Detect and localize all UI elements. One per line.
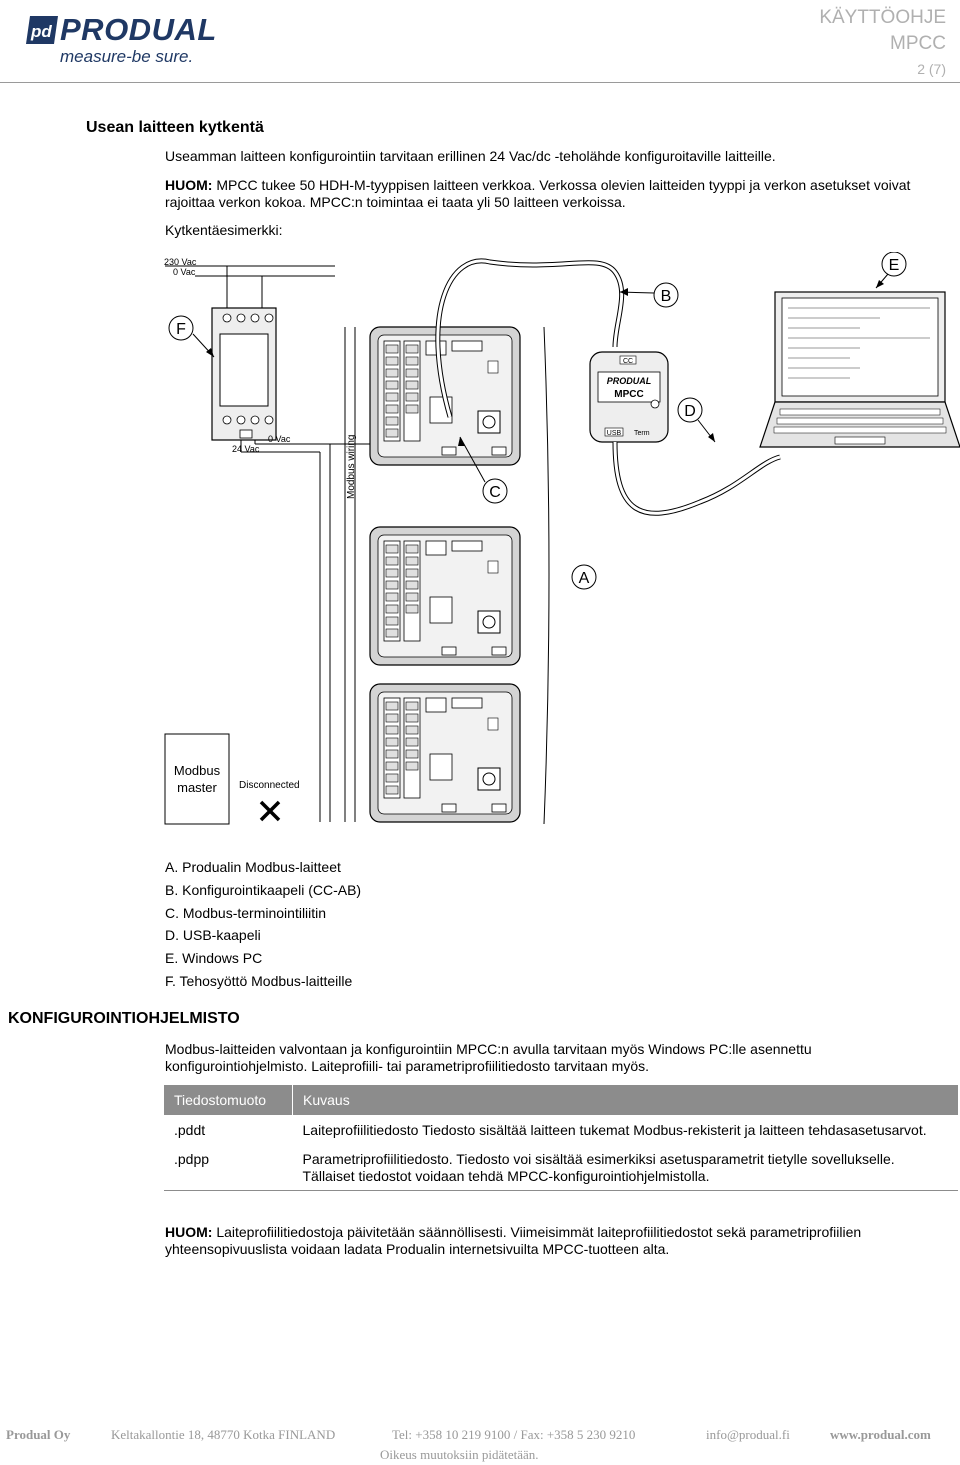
mpcc-name: MPCC	[614, 389, 643, 400]
brand-name: PRODUAL	[60, 12, 217, 47]
footer-phone: Tel: +358 10 219 9100 / Fax: +358 5 230 …	[392, 1427, 636, 1442]
note-paragraph: HUOM: MPCC tukee 50 HDH-M-tyyppisen lait…	[165, 177, 945, 211]
disconnected-x-icon	[259, 800, 281, 822]
produal-logo-icon: pd	[26, 16, 58, 44]
header-description: Kuvaus	[292, 1085, 958, 1115]
footer-website[interactable]: www.produal.com	[830, 1427, 931, 1442]
mpcc-term-port: Term	[634, 430, 650, 437]
modbus-device-3	[369, 683, 521, 823]
modbus-master-line1: Modbus	[174, 763, 221, 778]
example-label: Kytkentäesimerkki:	[165, 222, 283, 238]
footer-email[interactable]: info@produal.fi	[706, 1427, 790, 1442]
modbus-master-line2: master	[177, 780, 217, 795]
legend-item: C. Modbus-terminointiliitin	[165, 904, 327, 921]
label-disconnected: Disconnected	[239, 780, 300, 791]
mpcc-brand: PRODUAL	[607, 376, 652, 386]
note-text: MPCC tukee 50 HDH-M-tyyppisen laitteen v…	[165, 177, 911, 210]
cell-description: Laiteprofiilitiedosto Tiedosto sisältää …	[302, 1122, 927, 1138]
label-modbus-wiring: Modbus wiring	[346, 435, 357, 499]
modbus-device-2	[369, 526, 521, 666]
wiring-diagram: 230 Vac 0 Vac F 0 Vac 24 Vac Modbus wiri…	[164, 252, 960, 825]
label-24vac: 24 Vac	[232, 444, 260, 454]
footer-note: Oikeus muutoksiin pidätetään.	[380, 1447, 539, 1462]
note-label: HUOM:	[165, 1224, 213, 1240]
file-format-table: Tiedostomuoto Kuvaus .pddt Laiteprofiili…	[164, 1085, 958, 1191]
product-name: MPCC	[890, 33, 946, 54]
label-0vac-top: 0 Vac	[173, 267, 196, 277]
legend-item: B. Konfigurointikaapeli (CC-AB)	[165, 881, 362, 898]
label-d: D	[684, 403, 696, 420]
label-a: A	[579, 570, 590, 587]
label-0vac: 0 Vac	[268, 434, 291, 444]
legend-item: E. Windows PC	[165, 950, 263, 967]
footer-company: Produal Oy	[6, 1427, 71, 1442]
footer: Produal Oy Keltakallontie 18, 48770 Kotk…	[6, 1427, 956, 1445]
table-row: .pddt Laiteprofiilitiedosto Tiedosto sis…	[164, 1115, 958, 1144]
legend-item: F. Tehosyöttö Modbus-laitteille	[165, 972, 353, 989]
mpcc-cc-port: CC	[623, 358, 633, 365]
cell-format: .pddt	[174, 1122, 206, 1138]
table-header-row: Tiedostomuoto Kuvaus	[164, 1085, 958, 1115]
legend-list: A. Produalin Modbus-laitteet B. Konfigur…	[165, 856, 361, 993]
section-title-software: KONFIGUROINTIOHJELMISTO	[8, 1010, 240, 1027]
note-label: HUOM:	[165, 177, 213, 193]
table-row: .pdpp Parametriprofiilitiedosto. Tiedost…	[164, 1144, 958, 1191]
footer-address: Keltakallontie 18, 48770 Kotka FINLAND	[111, 1427, 336, 1442]
cell-format: .pdpp	[164, 1144, 293, 1191]
cell-description: Parametriprofiilitiedosto. Tiedosto voi …	[292, 1144, 958, 1191]
label-e: E	[889, 257, 900, 274]
software-paragraph: Modbus-laitteiden valvontaan ja konfigur…	[165, 1041, 812, 1074]
update-note: HUOM: Laiteprofiilitiedostoja päivitetää…	[165, 1224, 945, 1258]
legend-item: A. Produalin Modbus-laitteet	[165, 859, 341, 875]
doc-type: KÄYTTÖOHJE	[819, 7, 946, 28]
brand-tagline: measure-be sure.	[60, 47, 194, 66]
label-c: C	[489, 484, 501, 501]
modbus-master	[164, 733, 230, 825]
intro-paragraph: Useamman laitteen konfigurointiin tarvit…	[165, 148, 776, 164]
note-text: Laiteprofiilitiedostoja päivitetään sään…	[165, 1224, 862, 1257]
section-title-connection: Usean laitteen kytkentä	[86, 119, 264, 136]
label-b: B	[661, 288, 672, 305]
legend-item: D. USB-kaapeli	[165, 927, 261, 944]
label-230vac: 230 Vac	[164, 257, 197, 267]
svg-text:pd: pd	[30, 22, 52, 41]
header-file-format: Tiedostomuoto	[164, 1085, 293, 1115]
page-number: 2 (7)	[917, 61, 946, 77]
header-divider	[0, 82, 960, 83]
mpcc-usb-port: USB	[607, 430, 622, 437]
label-f: F	[176, 321, 186, 338]
